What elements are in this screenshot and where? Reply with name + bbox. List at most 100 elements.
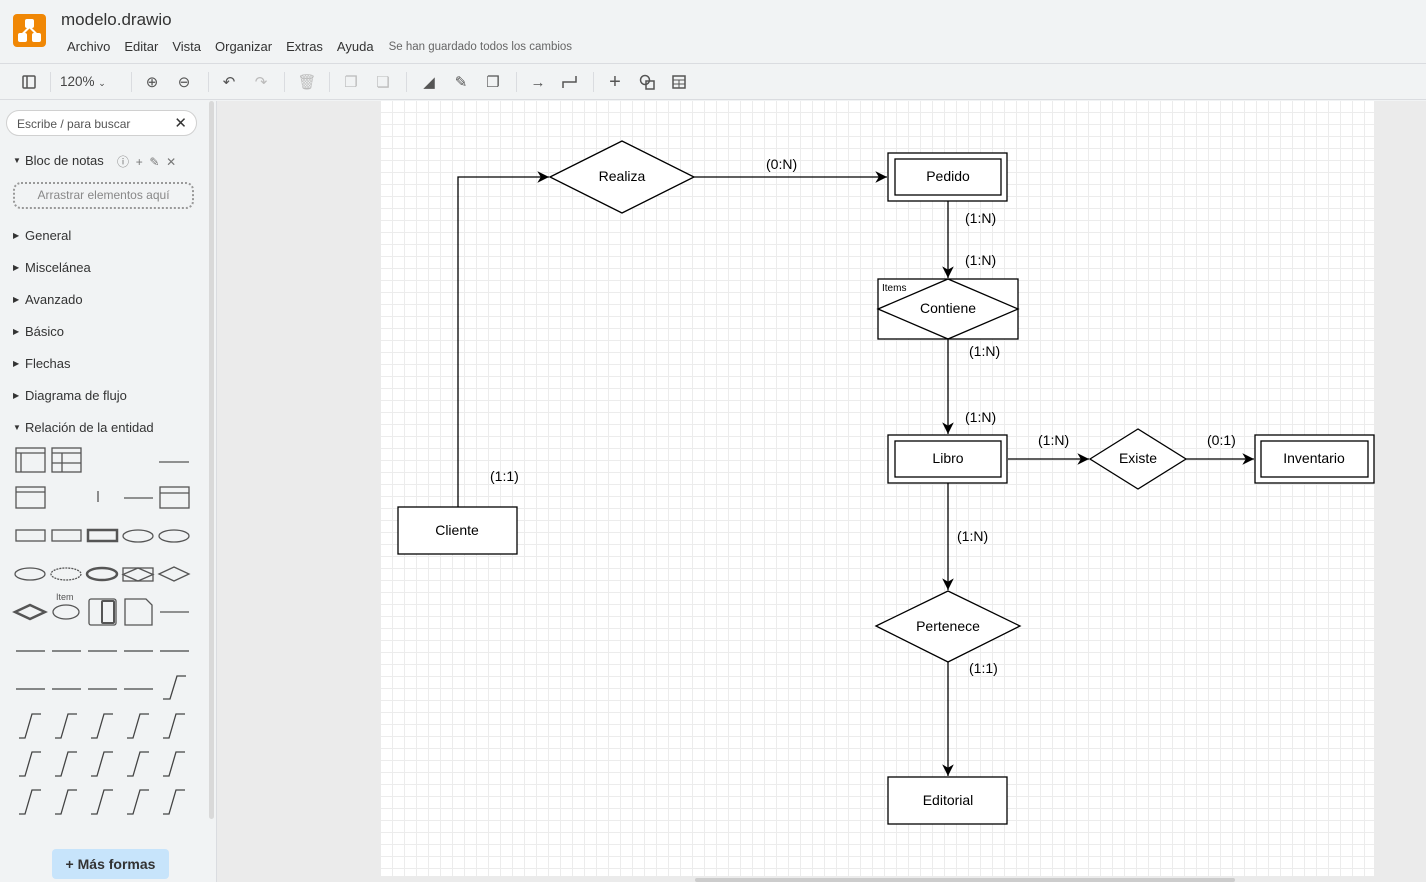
shape-split[interactable] xyxy=(88,598,117,626)
shape-relation-connector[interactable] xyxy=(91,789,113,815)
shape-search-input[interactable]: Escribe / para buscar✕ xyxy=(6,110,197,136)
menu-organizar[interactable]: Organizar xyxy=(215,39,273,54)
shape-relation-connector[interactable] xyxy=(163,713,185,739)
shape-relation-connector[interactable] xyxy=(127,789,149,815)
shadow-icon[interactable]: ❐ xyxy=(486,74,500,91)
divider xyxy=(208,72,209,92)
to-back-icon[interactable]: ❏ xyxy=(376,74,390,91)
shape-attribute[interactable] xyxy=(14,567,46,581)
relation-realiza[interactable] xyxy=(548,140,696,214)
caret-down-icon: ▼ xyxy=(13,423,21,432)
shape-relation-connector[interactable] xyxy=(19,713,41,739)
format-panel-toggle-icon[interactable] xyxy=(19,72,39,92)
section-flechas[interactable]: ▶Flechas xyxy=(13,356,71,371)
delete-icon[interactable]: 🗑 xyxy=(297,74,317,91)
caret-right-icon: ▶ xyxy=(13,231,20,240)
shapes-sidebar: Escribe / para buscar✕ ▼Bloc de notas ⓘ … xyxy=(0,101,215,882)
shape-relationship[interactable] xyxy=(157,566,191,582)
shape-multivalue-attribute[interactable] xyxy=(85,566,119,582)
shape-table[interactable] xyxy=(51,447,82,473)
section-label: Flechas xyxy=(25,356,71,371)
shape-relation-connector[interactable] xyxy=(19,789,41,815)
menu-bar: Archivo Editar Vista Organizar Extras Ay… xyxy=(60,39,580,54)
canvas-horizontal-scrollbar[interactable] xyxy=(695,878,1235,882)
zoom-in-icon[interactable]: ⊕ xyxy=(145,74,159,91)
undo-icon[interactable]: ↶ xyxy=(222,74,236,91)
shape-relation-connector[interactable] xyxy=(127,713,149,739)
insert-plus-icon[interactable]: + xyxy=(609,70,621,93)
section-diagrama-de-flujo[interactable]: ▶Diagrama de flujo xyxy=(13,388,127,403)
section-miscelanea[interactable]: ▶Miscelánea xyxy=(13,260,91,275)
shape-weak-entity[interactable] xyxy=(86,528,119,543)
shape-list[interactable] xyxy=(15,486,46,509)
entity-editorial[interactable] xyxy=(887,776,1008,825)
add-icon[interactable]: + xyxy=(135,155,143,169)
relation-existe[interactable] xyxy=(1088,428,1188,490)
shape-note[interactable] xyxy=(124,598,153,626)
section-basico[interactable]: ▶Básico xyxy=(13,324,64,339)
shape-cloud[interactable] xyxy=(52,604,80,620)
menu-ayuda[interactable]: Ayuda xyxy=(336,39,374,54)
shape-attribute[interactable] xyxy=(158,529,190,543)
toolbar: 120% ⌄ ⊕ ⊖ ↶ ↷ 🗑 ❐ ❏ ◢ ✎ ❐ → + xyxy=(0,64,1426,100)
help-icon[interactable]: ⓘ xyxy=(117,155,130,169)
section-general[interactable]: ▶General xyxy=(13,228,71,243)
shape-relation-connector[interactable] xyxy=(163,675,186,700)
clear-search-icon[interactable]: ✕ xyxy=(174,115,187,132)
caret-down-icon: ▼ xyxy=(13,156,21,165)
menu-editar[interactable]: Editar xyxy=(124,39,159,54)
edit-icon[interactable]: ✎ xyxy=(149,155,160,169)
scratchpad-header[interactable]: ▼Bloc de notas ⓘ + ✎ ✕ xyxy=(13,153,176,169)
shape-entity[interactable] xyxy=(15,529,46,542)
menu-extras[interactable]: Extras xyxy=(286,39,323,54)
zoom-out-icon[interactable]: ⊖ xyxy=(177,74,191,91)
entity-libro[interactable] xyxy=(887,434,1008,484)
to-front-icon[interactable]: ❐ xyxy=(344,74,358,91)
menu-vista[interactable]: Vista xyxy=(172,39,201,54)
section-label: Básico xyxy=(25,324,65,339)
shape-relation-connector[interactable] xyxy=(163,789,185,815)
shape-relation-connector[interactable] xyxy=(55,751,77,777)
entity-pedido[interactable] xyxy=(887,152,1008,202)
relation-pertenece[interactable] xyxy=(874,590,1022,663)
divider xyxy=(329,72,330,92)
diagram-page[interactable] xyxy=(381,101,1374,876)
edge-cliente-realiza[interactable] xyxy=(457,171,549,507)
shape-table[interactable] xyxy=(15,447,46,473)
table-icon[interactable] xyxy=(669,72,689,92)
shape-relation-connector[interactable] xyxy=(55,713,77,739)
scratchpad-drop-zone[interactable]: Arrastrar elementos aquí xyxy=(13,182,194,209)
section-relacion-entidad[interactable]: ▼Relación de la entidad xyxy=(13,420,154,435)
redo-icon[interactable]: ↷ xyxy=(254,74,268,91)
sidebar-scrollbar[interactable] xyxy=(209,101,214,819)
shape-entity-attrs[interactable] xyxy=(159,486,190,509)
fill-color-icon[interactable]: ◢ xyxy=(423,74,435,91)
shape-relation-connector[interactable] xyxy=(127,751,149,777)
shape-relation-connector[interactable] xyxy=(163,751,185,777)
close-icon[interactable]: ✕ xyxy=(166,155,177,169)
line-color-icon[interactable]: ✎ xyxy=(454,74,468,91)
relation-contiene[interactable] xyxy=(876,278,1020,340)
shape-entity[interactable] xyxy=(51,529,82,542)
shape-identifying-relationship[interactable] xyxy=(12,603,48,621)
section-label: Diagrama de flujo xyxy=(25,388,127,403)
entity-cliente[interactable] xyxy=(397,506,518,555)
shape-item-label[interactable]: Item xyxy=(56,592,74,602)
waypoints-icon[interactable] xyxy=(560,72,580,92)
shape-relation-connector[interactable] xyxy=(19,751,41,777)
more-shapes-button[interactable]: + Más formas xyxy=(52,849,169,879)
zoom-select[interactable]: 120% ⌄ xyxy=(60,74,106,89)
shape-relation-connector[interactable] xyxy=(91,713,113,739)
shape-relation-connector[interactable] xyxy=(55,789,77,815)
shape-relation-connector[interactable] xyxy=(91,751,113,777)
connection-arrow-icon[interactable]: → xyxy=(530,73,546,91)
entity-label: Editorial xyxy=(923,792,974,808)
menu-archivo[interactable]: Archivo xyxy=(67,39,111,54)
document-title[interactable]: modelo.drawio xyxy=(61,10,172,29)
shape-attribute[interactable] xyxy=(122,529,154,543)
shape-derived-attribute[interactable] xyxy=(50,567,82,581)
shapes-icon[interactable] xyxy=(637,72,657,92)
section-avanzado[interactable]: ▶Avanzado xyxy=(13,292,83,307)
section-label: Miscelánea xyxy=(25,260,91,275)
entity-inventario[interactable] xyxy=(1254,434,1375,484)
